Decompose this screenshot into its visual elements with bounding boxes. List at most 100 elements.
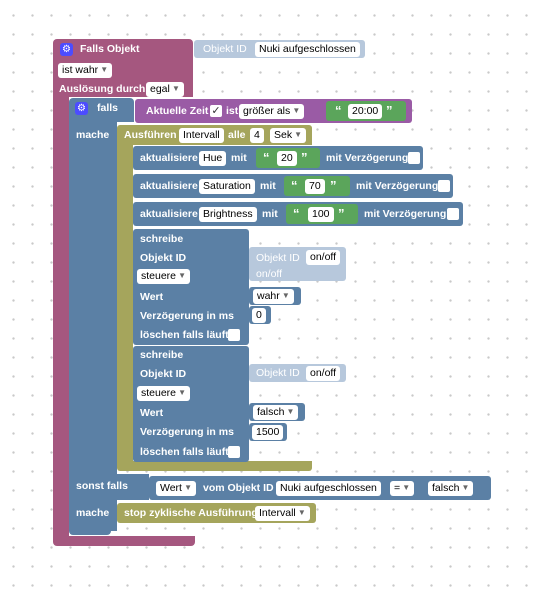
write-clear-checkbox[interactable] bbox=[228, 329, 240, 341]
update-delay-label: mit Verzögerung bbox=[356, 180, 439, 192]
else-if-object-value[interactable]: Nuki aufgeschlossen bbox=[276, 481, 381, 496]
write-wert-label: Wert bbox=[140, 407, 164, 419]
stop-value: Intervall bbox=[259, 507, 296, 519]
update-delay-checkbox[interactable] bbox=[408, 152, 420, 164]
update-mit: mit bbox=[260, 180, 276, 192]
chevron-down-icon: ▼ bbox=[292, 106, 301, 115]
write-value: wahr bbox=[257, 290, 280, 302]
chevron-down-icon: ▼ bbox=[297, 508, 306, 517]
chevron-down-icon: ▼ bbox=[178, 388, 187, 397]
quote-open-icon: “ bbox=[291, 178, 298, 193]
write-object-id-label: Objekt ID bbox=[140, 252, 187, 264]
stop-label: stop zyklische Ausführung bbox=[124, 507, 258, 519]
trigger-label: Auslösung durch bbox=[59, 83, 146, 95]
update-name[interactable]: Saturation bbox=[199, 179, 255, 194]
update-label: aktualisiere bbox=[140, 180, 198, 192]
state-dropdown[interactable]: ist wahr▼ bbox=[58, 63, 113, 78]
write-title: schreibe bbox=[140, 349, 184, 361]
quote-close-icon: ” bbox=[301, 150, 308, 165]
write-mode-value: steuere bbox=[141, 270, 177, 282]
if-block-bottom bbox=[69, 526, 111, 535]
else-if-vom-objekt: vom Objekt ID bbox=[203, 482, 274, 494]
else-if-wert: Wert bbox=[160, 482, 182, 494]
chevron-down-icon: ▼ bbox=[100, 65, 109, 74]
write-delay-value[interactable]: 1500 bbox=[252, 425, 284, 440]
else-if-wert-dropdown[interactable]: Wert▼ bbox=[156, 481, 196, 496]
quote-close-icon: ” bbox=[338, 206, 345, 221]
interval-count[interactable]: 4 bbox=[250, 128, 264, 143]
update-value[interactable]: 20 bbox=[277, 151, 297, 166]
write-delay-label: Verzögerung in ms bbox=[140, 426, 234, 438]
write-wert-label: Wert bbox=[140, 291, 164, 303]
falls-label: falls bbox=[97, 102, 119, 114]
interval-ausfuehren: Ausführen bbox=[124, 129, 177, 141]
if-block-else-bar bbox=[69, 474, 149, 500]
time-label: Aktuelle Zeit bbox=[146, 105, 209, 117]
chevron-down-icon: ▼ bbox=[294, 130, 303, 139]
chevron-down-icon: ▼ bbox=[184, 483, 192, 492]
write-object-id-value[interactable]: on/off bbox=[306, 366, 341, 381]
mache2-label: mache bbox=[76, 507, 110, 519]
object-id-value[interactable]: Nuki aufgeschlossen bbox=[255, 42, 360, 57]
chevron-down-icon: ▼ bbox=[171, 84, 180, 93]
trigger-value: egal bbox=[150, 83, 170, 95]
interval-unit-value: Sek bbox=[274, 129, 293, 141]
write-object-id-value[interactable]: on/off bbox=[306, 250, 341, 265]
chevron-down-icon: ▼ bbox=[461, 483, 470, 492]
update-delay-label: mit Verzögerung bbox=[364, 208, 447, 220]
time-checkbox[interactable]: ✓ bbox=[210, 105, 222, 117]
interval-block-bottom bbox=[117, 461, 312, 471]
interval-unit-dropdown[interactable]: Sek▼ bbox=[270, 128, 307, 143]
write-clear-label: löschen falls läuft bbox=[140, 446, 229, 458]
write-block-2[interactable] bbox=[133, 346, 249, 462]
quote-open-icon: “ bbox=[335, 103, 342, 118]
write-object-id-block-label: Objekt ID bbox=[256, 367, 300, 379]
write-value-dropdown[interactable]: falsch▼ bbox=[253, 405, 299, 420]
write-mode-value: steuere bbox=[141, 387, 177, 399]
event-block-spine bbox=[53, 95, 69, 540]
write-clear-label: löschen falls läuft bbox=[140, 329, 229, 341]
quote-open-icon: “ bbox=[293, 206, 300, 221]
write-clear-checkbox[interactable] bbox=[228, 446, 240, 458]
mache-label: mache bbox=[76, 129, 110, 141]
update-delay-label: mit Verzögerung bbox=[326, 152, 409, 164]
write-title: schreibe bbox=[140, 233, 184, 245]
update-label: aktualisiere bbox=[140, 208, 198, 220]
compare-op-dropdown[interactable]: größer als▼ bbox=[239, 104, 305, 119]
else-if-value-dropdown[interactable]: falsch▼ bbox=[428, 481, 474, 496]
interval-name[interactable]: Intervall bbox=[179, 128, 224, 143]
stop-value-dropdown[interactable]: Intervall▼ bbox=[255, 506, 310, 521]
write-delay-value[interactable]: 0 bbox=[252, 308, 266, 323]
if-block-spine bbox=[69, 120, 117, 531]
chevron-down-icon: ▼ bbox=[286, 407, 295, 416]
update-mit: mit bbox=[231, 152, 247, 164]
write-value-dropdown[interactable]: wahr▼ bbox=[253, 289, 294, 304]
write-object-id-label: Objekt ID bbox=[140, 368, 187, 380]
object-id-label: Objekt ID bbox=[203, 43, 247, 55]
time-value[interactable]: 20:00 bbox=[348, 104, 383, 119]
quote-close-icon: ” bbox=[330, 178, 337, 193]
write-mode-dropdown[interactable]: steuere▼ bbox=[137, 386, 191, 401]
time-is-label: ist bbox=[226, 105, 239, 117]
update-value[interactable]: 70 bbox=[305, 179, 325, 194]
write-block-1[interactable] bbox=[133, 229, 249, 345]
update-name[interactable]: Brightness bbox=[199, 207, 257, 222]
else-if-op-dropdown[interactable]: =▼ bbox=[390, 481, 415, 496]
write-object-id-sub: on/off bbox=[256, 268, 283, 280]
update-delay-checkbox[interactable] bbox=[438, 180, 450, 192]
write-mode-dropdown[interactable]: steuere▼ bbox=[137, 269, 191, 284]
state-value: ist wahr bbox=[62, 64, 99, 76]
update-name[interactable]: Hue bbox=[199, 151, 227, 166]
quote-open-icon: “ bbox=[263, 150, 270, 165]
update-mit: mit bbox=[262, 208, 278, 220]
update-delay-checkbox[interactable] bbox=[447, 208, 459, 220]
gear-icon[interactable]: ⚙ bbox=[60, 43, 73, 56]
write-value: falsch bbox=[257, 406, 285, 418]
trigger-dropdown[interactable]: egal▼ bbox=[146, 82, 184, 97]
trigger-title: Falls Objekt bbox=[80, 43, 140, 55]
write-delay-label: Verzögerung in ms bbox=[140, 310, 234, 322]
update-label: aktualisiere bbox=[140, 152, 198, 164]
sonst-falls-label: sonst falls bbox=[76, 480, 128, 492]
update-value[interactable]: 100 bbox=[308, 207, 334, 222]
gear-icon[interactable]: ⚙ bbox=[75, 102, 88, 115]
